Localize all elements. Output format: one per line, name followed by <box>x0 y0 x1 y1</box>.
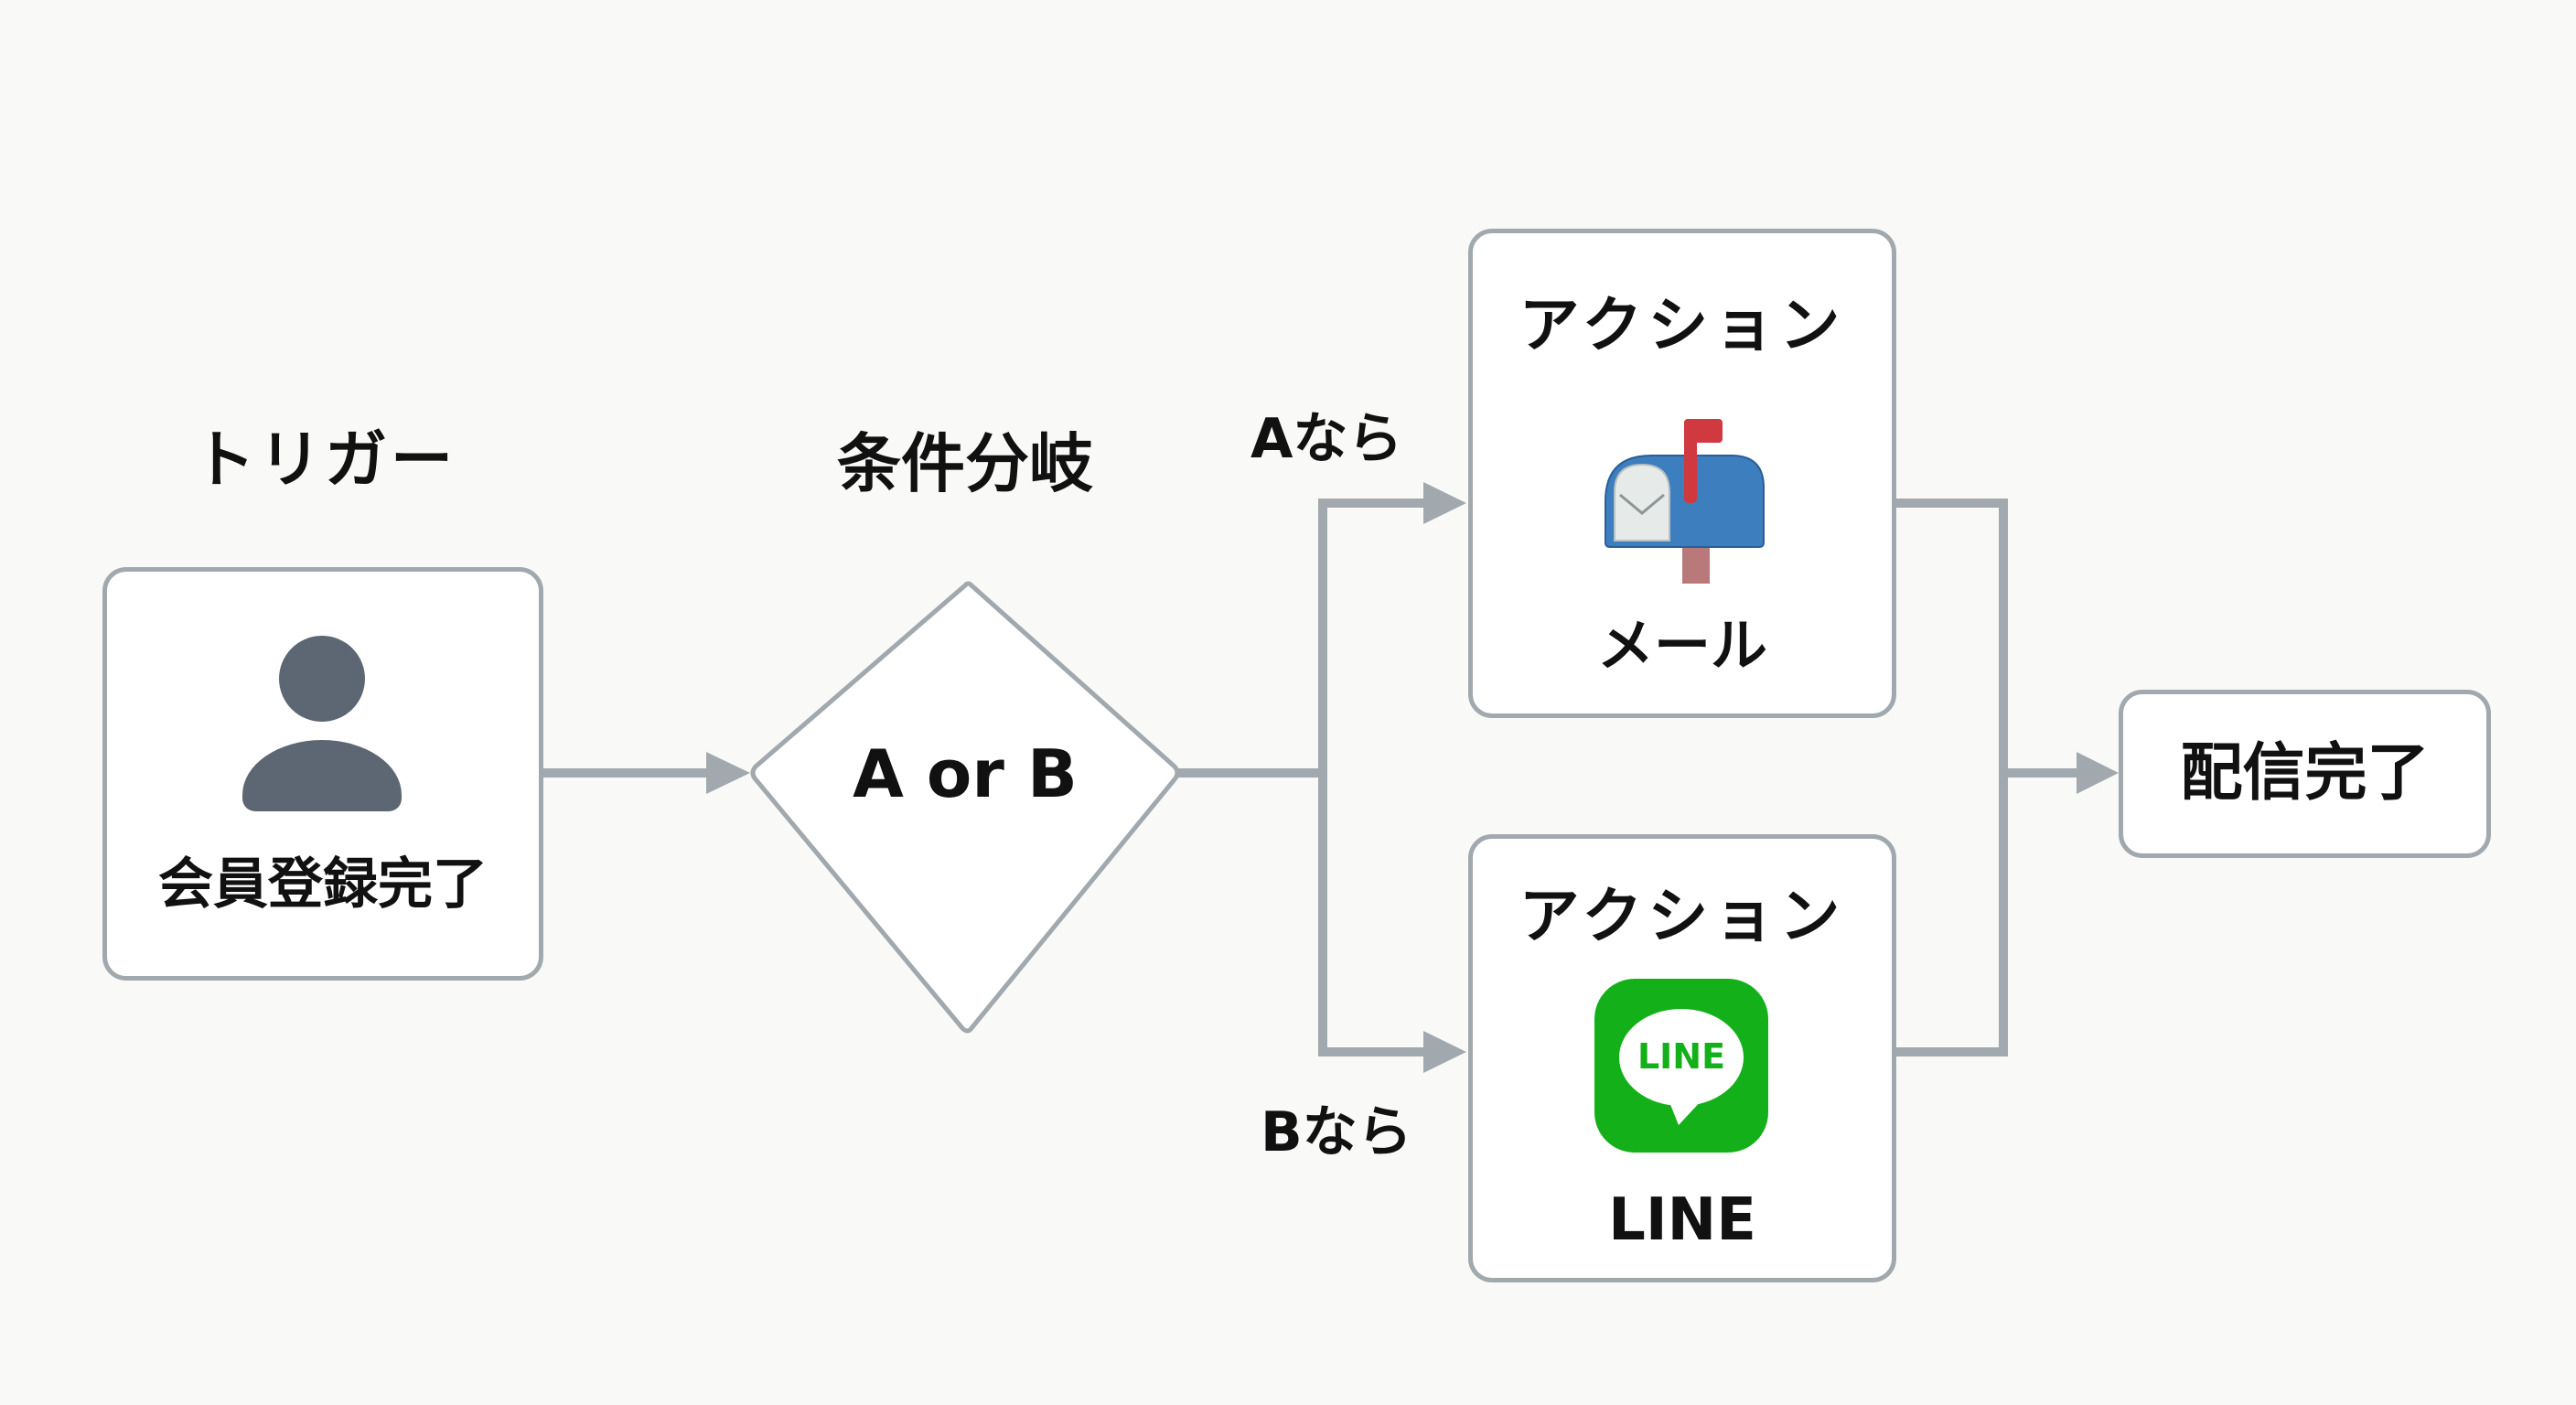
arrowhead-to-condition <box>706 752 750 794</box>
trigger-label: 会員登録完了 <box>158 853 488 917</box>
action-mail-title: アクション <box>1519 290 1846 360</box>
condition-label: A or B <box>853 735 1078 812</box>
connector-branch-b <box>1318 773 1425 1056</box>
connector-merge-a <box>1896 499 2008 773</box>
action-line-label: LINE <box>1608 1186 1756 1254</box>
trigger-title: トリガー <box>192 424 456 497</box>
condition-diamond[interactable] <box>750 581 1180 1034</box>
branch-a-label: Aなら <box>1250 407 1403 471</box>
action-line-title: アクション <box>1519 881 1846 951</box>
arrowhead-to-action-line <box>1423 1031 1466 1073</box>
arrowhead-to-result <box>2077 752 2119 794</box>
branch-b-label: Bなら <box>1261 1100 1412 1164</box>
action-mail-label: メール <box>1596 612 1767 679</box>
result-node[interactable]: 配信完了 <box>2119 690 2491 858</box>
line-app-icon: LINE <box>1594 979 1768 1153</box>
result-label: 配信完了 <box>2180 737 2430 810</box>
action-node-line[interactable]: アクション LINE LINE <box>1468 834 1896 1282</box>
person-icon <box>279 636 365 722</box>
trigger-node[interactable]: 会員登録完了 <box>102 567 543 981</box>
action-node-mail[interactable]: アクション メール <box>1468 229 1896 718</box>
condition-title: 条件分岐 <box>837 426 1093 501</box>
person-icon-body <box>242 740 402 811</box>
line-app-icon-text: LINE <box>1637 1036 1726 1077</box>
arrowhead-to-action-mail <box>1423 482 1466 524</box>
connector-merge-b <box>1896 773 2008 1056</box>
mailbox-icon <box>1605 419 1765 584</box>
connector-branch-a <box>1318 499 1425 773</box>
